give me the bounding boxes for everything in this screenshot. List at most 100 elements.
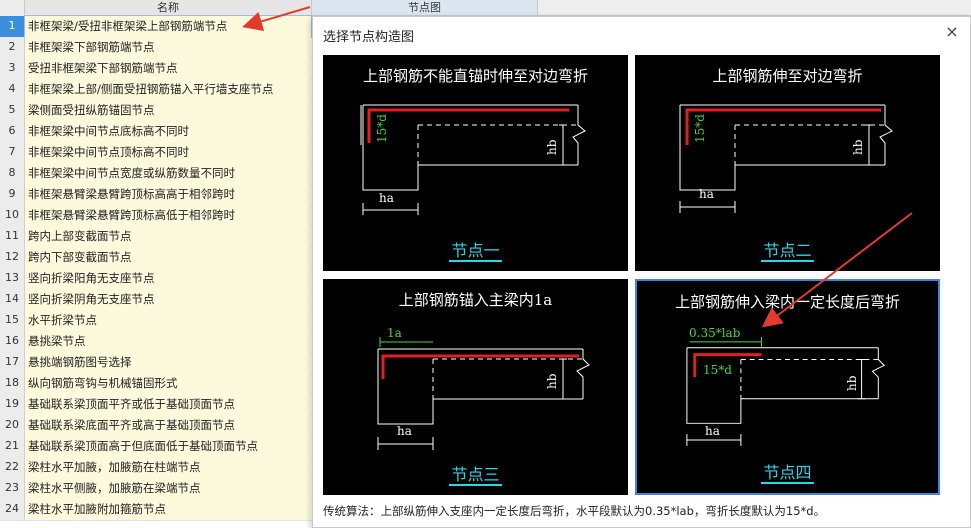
node-2-hook-length: 15*d bbox=[693, 114, 707, 143]
node-2-ha-label: ha bbox=[699, 187, 714, 201]
node-option-4[interactable]: 上部钢筋伸入梁内一定长度后弯折 0.35*lab 15*d hb ha 节点四 bbox=[635, 279, 940, 495]
node-4-title: 上部钢筋伸入梁内一定长度后弯折 bbox=[674, 293, 900, 311]
row-name-cell[interactable]: 梁侧面受扭纵筋锚固节点 bbox=[25, 100, 311, 121]
node-option-2[interactable]: 上部钢筋伸至对边弯折 15*d hb ha 节点二 bbox=[635, 55, 940, 271]
row-number: 7 bbox=[0, 142, 25, 163]
row-name-cell[interactable]: 非框架悬臂梁悬臂跨顶标高低于相邻跨时 bbox=[25, 205, 311, 226]
node-2-title: 上部钢筋伸至对边弯折 bbox=[712, 67, 863, 85]
node-1-title: 上部钢筋不能直锚时伸至对边弯折 bbox=[362, 67, 588, 85]
row-number: 10 bbox=[0, 205, 25, 226]
node-3-diagram bbox=[377, 337, 590, 450]
node-4-hook-length: 15*d bbox=[703, 363, 732, 377]
node-3-title: 上部钢筋锚入主梁内1a bbox=[398, 291, 553, 309]
row-number: 20 bbox=[0, 415, 25, 436]
row-number: 17 bbox=[0, 352, 25, 373]
row-number: 6 bbox=[0, 121, 25, 142]
row-number: 5 bbox=[0, 100, 25, 121]
node-2-hb-label: hb bbox=[851, 139, 865, 155]
dialog-title: 选择节点构造图 bbox=[323, 30, 415, 45]
row-name-cell[interactable]: 梁柱水平加腋，加腋筋在柱端节点 bbox=[25, 457, 311, 478]
node-2-caption: 节点二 bbox=[761, 241, 814, 262]
node-3-anchor-length: 1a bbox=[387, 326, 402, 340]
row-name-cell[interactable]: 非框架梁/受扭非框架梁上部钢筋端节点 bbox=[24, 15, 312, 38]
row-name-cell[interactable]: 基础联系梁顶面高于但底面低于基础顶面节点 bbox=[25, 436, 311, 457]
row-name-cell[interactable]: 纵向钢筋弯钩与机械锚固形式 bbox=[25, 373, 311, 394]
row-name-cell[interactable]: 竖向折梁阳角无支座节点 bbox=[25, 268, 311, 289]
row-name-cell[interactable]: 非框架悬臂梁悬臂跨顶标高高于相邻跨时 bbox=[25, 184, 311, 205]
row-number: 19 bbox=[0, 394, 25, 415]
row-name-cell[interactable]: 梁柱水平加腋附加箍筋节点 bbox=[25, 499, 311, 520]
row-name-cell[interactable]: 非框架梁中间节点顶标高不同时 bbox=[25, 142, 311, 163]
node-2-diagram bbox=[679, 104, 893, 213]
node-1-ha-label: ha bbox=[379, 191, 394, 205]
node-4-hb-label: hb bbox=[845, 375, 859, 391]
row-name-cell[interactable]: 悬挑梁节点 bbox=[25, 331, 311, 352]
row-number: 24 bbox=[0, 499, 25, 520]
column-header-blank bbox=[537, 0, 971, 16]
row-name-cell[interactable]: 非框架梁中间节点宽度或纵筋数量不同时 bbox=[25, 163, 311, 184]
algorithm-description: 传统算法：上部纵筋伸入支座内一定长度后弯折，水平段默认为0.35*lab，弯折长… bbox=[323, 504, 826, 518]
row-number: 22 bbox=[0, 457, 25, 478]
node-3-caption: 节点三 bbox=[449, 465, 502, 486]
row-name-cell[interactable]: 非框架梁下部钢筋端节点 bbox=[25, 37, 311, 58]
node-1-hb-label: hb bbox=[545, 139, 559, 155]
row-name-cell[interactable]: 跨内下部变截面节点 bbox=[25, 247, 311, 268]
row-name-cell[interactable]: 非框架梁中间节点底标高不同时 bbox=[25, 121, 311, 142]
row-number: 8 bbox=[0, 163, 25, 184]
row-number: 14 bbox=[0, 289, 25, 310]
node-1-diagram bbox=[360, 104, 586, 215]
node-3-ha-label: ha bbox=[397, 424, 412, 438]
row-number: 23 bbox=[0, 478, 25, 499]
node-3-hb-label: hb bbox=[545, 373, 559, 389]
row-number: 15 bbox=[0, 310, 25, 331]
row-name-cell[interactable]: 悬挑端钢筋图号选择 bbox=[25, 352, 311, 373]
row-name-cell[interactable]: 非框架梁上部/侧面受扭钢筋锚入平行墙支座节点 bbox=[25, 79, 311, 100]
row-name-cell[interactable]: 梁柱水平侧腋，加腋筋在梁端节点 bbox=[25, 478, 311, 499]
row-name-cell[interactable]: 基础联系梁顶面平齐或低于基础顶面节点 bbox=[25, 394, 311, 415]
node-option-3[interactable]: 上部钢筋锚入主梁内1a 1a hb ha 节点三 bbox=[323, 279, 628, 495]
column-header-name[interactable]: 名称 bbox=[24, 0, 311, 16]
row-name-cell[interactable]: 受扭非框架梁下部钢筋端节点 bbox=[25, 58, 311, 79]
close-icon[interactable]: × bbox=[945, 22, 959, 41]
row-number: 18 bbox=[0, 373, 25, 394]
row-name-cell[interactable]: 跨内上部变截面节点 bbox=[25, 226, 311, 247]
node-4-horizontal-length: 0.35*lab bbox=[689, 326, 741, 340]
node-4-caption: 节点四 bbox=[761, 463, 814, 484]
column-header-node-diagram[interactable]: 节点图 bbox=[311, 0, 537, 16]
node-diagram-dialog: 选择节点构造图 × 上部钢筋不能直锚时伸至对边弯折 15*d hb ha 节点一 bbox=[312, 16, 971, 528]
row-name-cell[interactable]: 竖向折梁阴角无支座节点 bbox=[25, 289, 311, 310]
row-name-cell[interactable]: 水平折梁节点 bbox=[25, 310, 311, 331]
row-name-cell[interactable]: 基础联系梁底面平齐或高于基础顶面节点 bbox=[25, 415, 311, 436]
row-number: 2 bbox=[0, 37, 25, 58]
node-option-1[interactable]: 上部钢筋不能直锚时伸至对边弯折 15*d hb ha 节点一 bbox=[323, 55, 628, 271]
row-number: 13 bbox=[0, 268, 25, 289]
row-number: 21 bbox=[0, 436, 25, 457]
row-number: 11 bbox=[0, 226, 25, 247]
node-4-diagram bbox=[686, 336, 886, 446]
